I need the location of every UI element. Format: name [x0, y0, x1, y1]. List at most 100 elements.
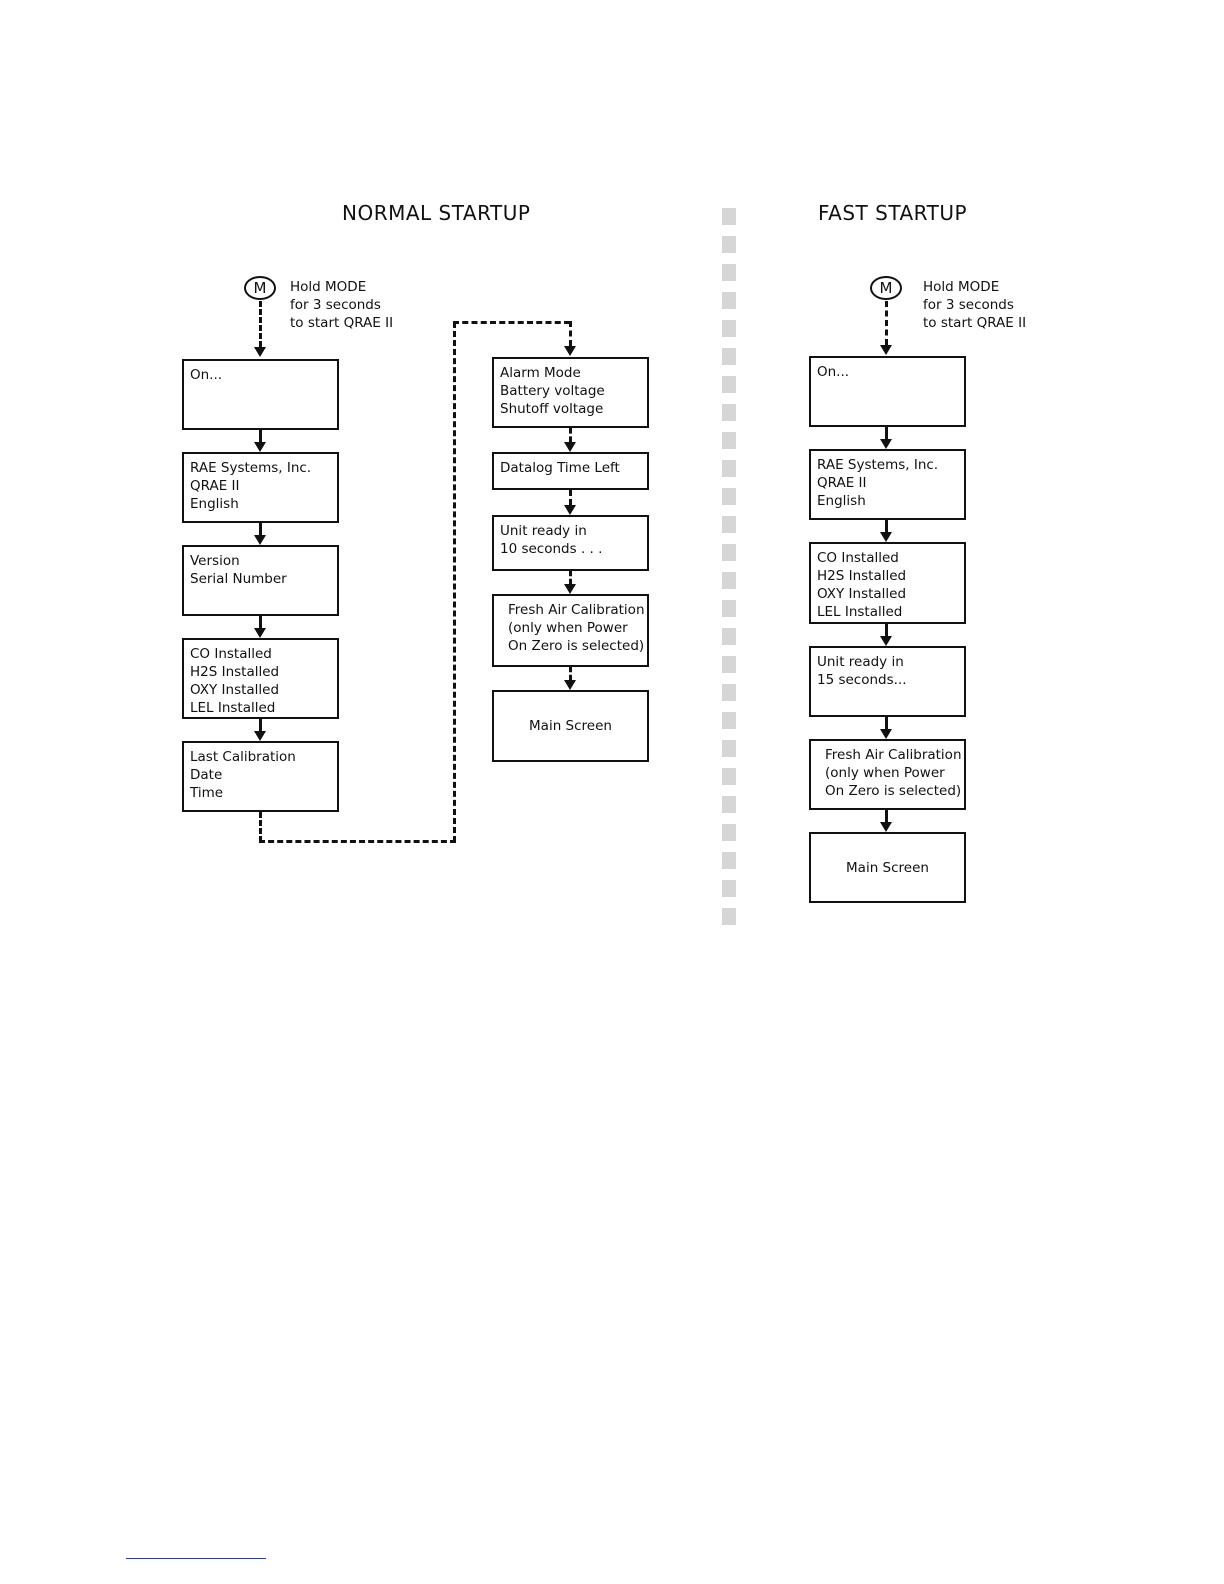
- divider-segment: [722, 656, 736, 673]
- box-line: Main Screen: [846, 859, 929, 876]
- arrow-down-icon: [564, 505, 576, 515]
- box-line: CO Installed: [817, 550, 899, 566]
- divider-segment: [722, 712, 736, 729]
- box-line: H2S Installed: [817, 568, 907, 584]
- box-line: Unit ready in: [817, 654, 904, 670]
- divider-segment: [722, 740, 736, 757]
- box-line: 10 seconds . . .: [500, 541, 603, 557]
- arrow-down-icon: [254, 535, 266, 545]
- connector-line: [259, 430, 262, 442]
- note-line: to start QRAE II: [290, 315, 394, 331]
- fast-box-company: RAE Systems, Inc. QRAE II English: [809, 449, 966, 520]
- divider-segment: [722, 348, 736, 365]
- normal-box-main-screen: Main Screen: [492, 690, 649, 762]
- box-line: On...: [817, 364, 850, 380]
- connector-line: [885, 520, 888, 532]
- connector-line: [259, 812, 262, 842]
- fast-startup-title: FAST STARTUP: [818, 201, 968, 225]
- box-line: 15 seconds...: [817, 672, 907, 688]
- connector-line: [569, 571, 572, 584]
- divider-segment: [722, 432, 736, 449]
- box-line: (only when Power: [508, 620, 628, 636]
- box-line: English: [817, 493, 866, 509]
- connector-line: [259, 719, 262, 731]
- normal-box-on: On...: [182, 359, 339, 430]
- box-line: On Zero is selected): [508, 638, 645, 654]
- box-line: English: [190, 496, 239, 512]
- arrow-down-icon: [254, 442, 266, 452]
- mode-button-icon: M: [870, 276, 902, 300]
- normal-startup-title: NORMAL STARTUP: [342, 201, 531, 225]
- box-line: Unit ready in: [500, 523, 587, 539]
- divider-segment: [722, 628, 736, 645]
- box-line: QRAE II: [817, 475, 867, 491]
- arrow-down-icon: [564, 442, 576, 452]
- divider-segment: [722, 320, 736, 337]
- box-line: CO Installed: [190, 646, 272, 662]
- divider-segment: [722, 292, 736, 309]
- arrow-down-icon: [564, 346, 576, 356]
- divider-segment: [722, 460, 736, 477]
- arrow-down-icon: [564, 680, 576, 690]
- arrow-down-icon: [880, 729, 892, 739]
- connector-line: [885, 624, 888, 636]
- note-line: Hold MODE: [290, 279, 367, 295]
- connector-line: [453, 321, 570, 324]
- connector-line: [885, 717, 888, 729]
- normal-box-sensors: CO Installed H2S Installed OXY Installed…: [182, 638, 339, 719]
- fast-box-on: On...: [809, 356, 966, 427]
- connector-line: [885, 301, 888, 345]
- connector-line: [259, 616, 262, 628]
- arrow-down-icon: [880, 439, 892, 449]
- divider-segment: [722, 824, 736, 841]
- arrow-down-icon: [880, 636, 892, 646]
- normal-box-unit-ready: Unit ready in 10 seconds . . .: [492, 515, 649, 571]
- divider-segment: [722, 208, 736, 225]
- box-line: OXY Installed: [190, 682, 280, 698]
- divider-segment: [722, 264, 736, 281]
- box-line: RAE Systems, Inc.: [817, 457, 939, 473]
- arrow-down-icon: [880, 822, 892, 832]
- box-line: (only when Power: [825, 765, 945, 781]
- divider-segment: [722, 852, 736, 869]
- divider-segment: [722, 908, 736, 925]
- box-line: LEL Installed: [190, 700, 276, 716]
- box-line: QRAE II: [190, 478, 240, 494]
- box-line: On...: [190, 367, 223, 383]
- fast-box-main-screen: Main Screen: [809, 832, 966, 903]
- connector-line: [259, 523, 262, 535]
- fast-box-unit-ready: Unit ready in 15 seconds...: [809, 646, 966, 717]
- divider-segment: [722, 684, 736, 701]
- divider-segment: [722, 376, 736, 393]
- divider-segment: [722, 768, 736, 785]
- box-line: Shutoff voltage: [500, 401, 604, 417]
- divider-segment: [722, 600, 736, 617]
- divider-segment: [722, 516, 736, 533]
- connector-line: [569, 428, 572, 442]
- connector-line: [885, 810, 888, 822]
- normal-box-fresh-air: Fresh Air Calibration (only when Power O…: [492, 594, 649, 667]
- box-line: Battery voltage: [500, 383, 605, 399]
- note-line: to start QRAE II: [923, 315, 1027, 331]
- normal-box-version: Version Serial Number: [182, 545, 339, 616]
- box-line: Alarm Mode: [500, 365, 581, 381]
- box-line: Serial Number: [190, 571, 287, 587]
- fast-box-fresh-air: Fresh Air Calibration (only when Power O…: [809, 739, 966, 810]
- divider-segment: [722, 796, 736, 813]
- normal-box-alarm-mode: Alarm Mode Battery voltage Shutoff volta…: [492, 357, 649, 428]
- box-line: Main Screen: [529, 718, 612, 734]
- note-line: Hold MODE: [923, 279, 1000, 295]
- box-line: On Zero is selected): [825, 783, 962, 799]
- box-line: Fresh Air Calibration: [825, 747, 962, 763]
- divider-segment: [722, 880, 736, 897]
- box-line: RAE Systems, Inc.: [190, 460, 312, 476]
- divider-segment: [722, 236, 736, 253]
- divider-segment: [722, 572, 736, 589]
- normal-box-datalog: Datalog Time Left: [492, 452, 649, 490]
- normal-mode-note: Hold MODE for 3 seconds to start QRAE II: [290, 278, 393, 332]
- footer-rule: [126, 1558, 266, 1559]
- connector-line: [569, 667, 572, 680]
- box-line: LEL Installed: [817, 604, 903, 620]
- normal-box-last-calibration: Last Calibration Date Time: [182, 741, 339, 812]
- box-line: Fresh Air Calibration: [508, 602, 645, 618]
